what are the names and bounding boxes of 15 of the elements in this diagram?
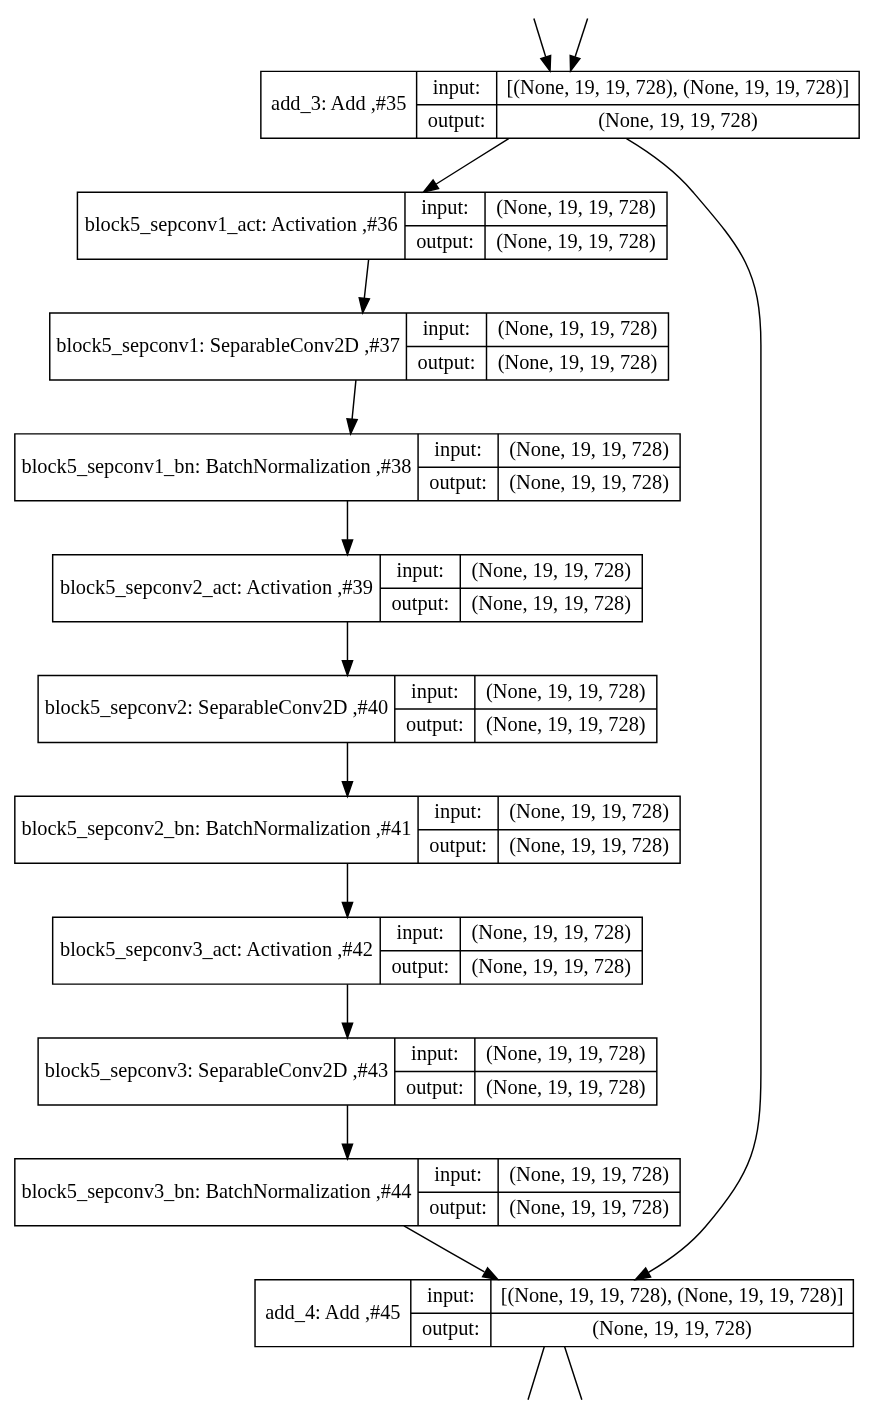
arrow xyxy=(568,17,588,74)
arrow xyxy=(340,983,354,1041)
connector xyxy=(563,1346,583,1401)
arrow xyxy=(340,621,354,678)
connector xyxy=(526,1346,545,1401)
arrow xyxy=(340,500,354,557)
arrow xyxy=(402,1225,500,1281)
arrow xyxy=(357,258,370,316)
arrow xyxy=(421,137,509,194)
arrow xyxy=(532,17,551,74)
arrow xyxy=(340,1104,354,1161)
arrow xyxy=(625,138,762,1281)
arrow xyxy=(340,862,354,920)
arrow xyxy=(340,741,354,799)
arrow xyxy=(345,379,358,436)
